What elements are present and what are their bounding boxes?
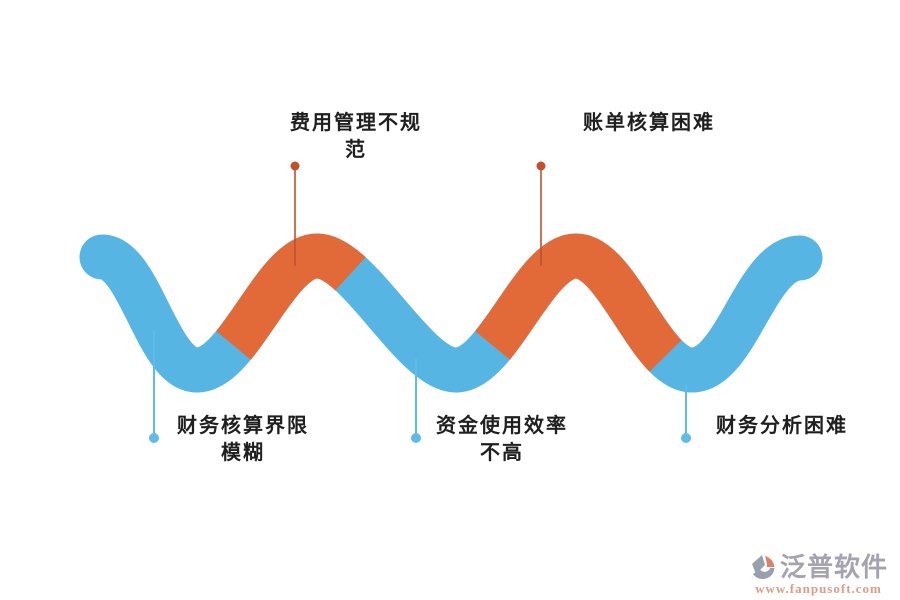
callout-label-line: 模糊 [221,442,265,464]
callout-label-accounting-boundary: 财务核算界限 模糊 [177,413,309,467]
callout-label-line: 范 [345,139,367,161]
logo: 泛普软件 www.fanpusoft.com [749,553,888,597]
wave-blue-path [79,233,823,393]
wave-orange-segment-2 [474,233,683,372]
callout-label-financial-analysis: 财务分析困难 [716,413,848,440]
callout-dot-bottom-1 [149,433,159,443]
wave-orange-segment-1 [215,233,366,360]
callout-dot-bottom-2 [411,433,421,443]
logo-icon [751,555,775,579]
callout-label-expense-management: 费用管理不规 范 [290,110,422,164]
callout-dot-top-1 [290,161,300,171]
callout-label-line: 财务核算界限 [177,415,309,437]
callout-label-line: 费用管理不规 [290,112,422,134]
logo-name: 泛普软件 [779,552,888,582]
logo-url: www.fanpusoft.com [755,581,882,596]
callout-label-line: 资金使用效率 [436,415,568,437]
callout-label-line: 账单核算困难 [583,112,715,134]
callout-label-line: 财务分析困难 [716,415,848,437]
callout-label-bill-accounting: 账单核算困难 [583,110,715,137]
callout-dot-bottom-3 [681,433,691,443]
callout-label-line: 不高 [480,442,524,464]
callout-label-fund-efficiency: 资金使用效率 不高 [436,413,568,467]
callout-dot-top-2 [536,161,546,171]
